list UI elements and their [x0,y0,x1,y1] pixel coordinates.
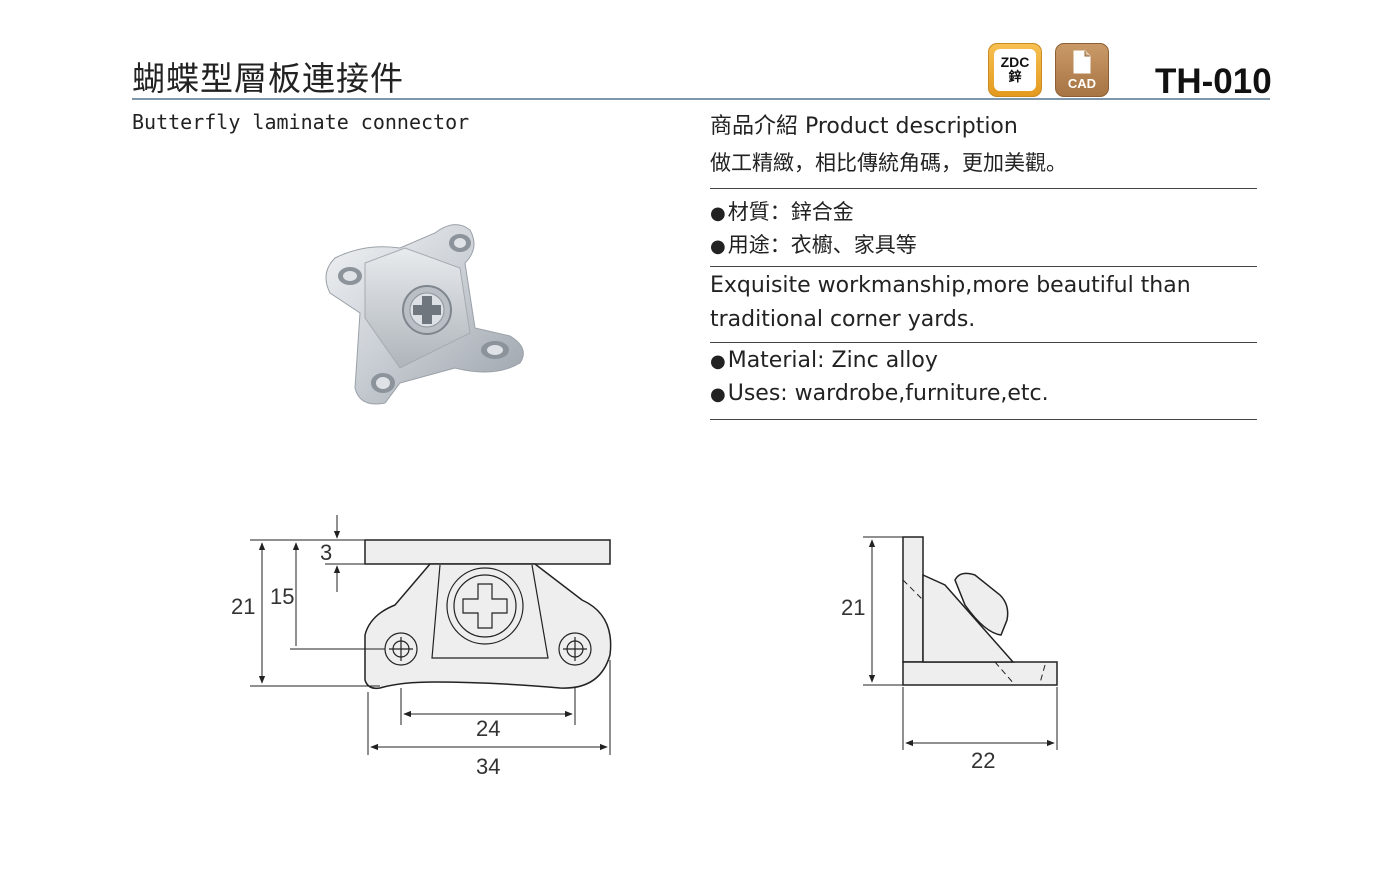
header-divider [132,98,1270,100]
bullet-icon: ● [710,384,726,405]
material-english: Material: Zinc alloy [727,348,938,373]
product-title-english: Butterfly laminate connector [132,110,470,134]
model-number: TH-010 [1155,62,1272,101]
material-chinese-item: ●材質：鋅合金 [710,196,854,226]
summary-chinese: 做工精緻，相比傳統角碼，更加美觀。 [710,151,1067,175]
product-photo [325,224,524,405]
summary-english-line2: traditional corner yards. [710,307,976,332]
divider [710,266,1257,267]
material-english-item: ●Material: Zinc alloy [710,348,938,373]
zinc-badge-label: 鋅 [1008,70,1022,85]
uses-chinese: 用途：衣櫥、家具等 [727,233,917,257]
bullet-icon: ● [710,236,726,257]
bullet-icon: ● [710,351,726,372]
dim-thickness-3: 3 [320,540,332,565]
uses-english: Uses: wardrobe,furniture,etc. [727,381,1049,406]
file-icon [1073,50,1091,74]
product-title-chinese: 蝴蝶型層板連接件 [132,59,404,98]
cad-download-badge[interactable]: CAD [1055,43,1109,97]
divider [710,419,1257,420]
divider [710,342,1257,343]
uses-chinese-item: ●用途：衣櫥、家具等 [710,229,917,259]
cad-badge-label: CAD [1067,76,1097,91]
dim-side-depth-22: 22 [971,748,995,773]
description-heading: 商品介紹 Product description [710,114,1018,139]
zdc-material-badge: ZDC 鋅 [988,43,1042,97]
material-chinese: 材質：鋅合金 [727,200,854,224]
front-view-drawing: 21 15 3 24 34 [231,515,612,779]
uses-english-item: ●Uses: wardrobe,furniture,etc. [710,381,1049,406]
summary-english-line1: Exquisite workmanship,more beautiful tha… [710,273,1191,298]
dim-side-height-21: 21 [841,595,865,620]
bullet-icon: ● [710,203,726,224]
zdc-badge-label: ZDC [1000,54,1030,70]
dim-height-15: 15 [270,584,294,609]
dim-height-21: 21 [231,594,255,619]
side-view-drawing: 21 22 [841,536,1058,773]
dim-hole-spacing-24: 24 [476,716,500,741]
dim-width-34: 34 [476,754,500,779]
divider [710,188,1257,189]
